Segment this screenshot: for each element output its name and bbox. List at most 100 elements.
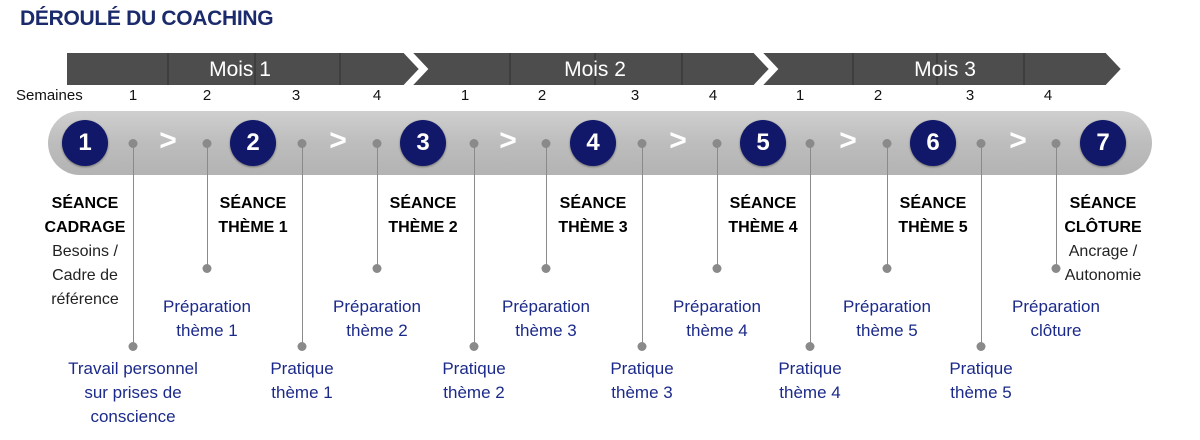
activity-end-dot <box>637 342 647 351</box>
week-number: 4 <box>708 87 718 104</box>
week-number: 3 <box>291 87 301 104</box>
activity-label-line: Pratique <box>610 359 674 378</box>
activity-label-line: thème 1 <box>271 383 333 402</box>
session-title: SÉANCE <box>1069 195 1137 212</box>
activity-end-dot <box>882 264 892 273</box>
activity-label-line: Préparation <box>673 297 761 316</box>
activity-marker-dot <box>372 139 382 148</box>
week-number: 4 <box>372 87 382 104</box>
week-number: 1 <box>128 87 138 104</box>
month-arrow-1 <box>65 51 422 87</box>
week-number: 2 <box>202 87 212 104</box>
session-label-3: SÉANCE THÈME 2 <box>388 192 457 240</box>
session-number-6: 6 <box>910 120 956 166</box>
activity-end-dot <box>976 342 986 351</box>
chevron-separator: > <box>499 124 517 157</box>
session-title: SÉANCE <box>559 195 627 212</box>
activity-connector-line <box>810 144 811 346</box>
session-number-7: 7 <box>1080 120 1126 166</box>
month-label-3: Mois 3 <box>914 58 976 81</box>
activity-label-line: Pratique <box>270 359 334 378</box>
activity-label-line: thème 4 <box>779 383 841 402</box>
activity-label: Pratique thème 3 <box>610 357 673 405</box>
activity-marker-dot <box>202 139 212 148</box>
activity-marker-dot <box>541 139 551 148</box>
activity-marker-dot <box>297 139 307 148</box>
activity-connector-line <box>887 144 888 268</box>
activity-label: Préparation clôture <box>1012 295 1100 343</box>
session-title: THÈME 5 <box>898 219 968 236</box>
month-arrow-3 <box>758 51 1124 87</box>
weeks-label: Semaines <box>16 87 83 104</box>
chevron-separator: > <box>669 124 687 157</box>
activity-label: Préparation thème 4 <box>673 295 761 343</box>
activity-label: Préparation thème 5 <box>843 295 931 343</box>
session-number-5: 5 <box>740 120 786 166</box>
activity-label-line: Pratique <box>442 359 506 378</box>
activity-connector-line <box>302 144 303 346</box>
month-arrow-2 <box>408 51 772 87</box>
week-number: 4 <box>1043 87 1053 104</box>
chevron-separator: > <box>839 124 857 157</box>
activity-end-dot <box>202 264 212 273</box>
session-description: Besoins / <box>52 243 118 260</box>
activity-connector-line <box>377 144 378 268</box>
activity-label-line: thème 3 <box>611 383 673 402</box>
chevron-separator: > <box>329 124 347 157</box>
activity-marker-dot <box>882 139 892 148</box>
page-title: DÉROULÉ DU COACHING <box>20 7 274 30</box>
activity-marker-dot <box>976 139 986 148</box>
activity-marker-dot <box>637 139 647 148</box>
session-title: SÉANCE <box>729 195 797 212</box>
activity-label-line: thème 4 <box>686 321 748 340</box>
session-title: SÉANCE <box>219 195 287 212</box>
activity-label-line: clôture <box>1030 321 1082 340</box>
activity-label-line: Pratique <box>778 359 842 378</box>
activity-label-line: thème 1 <box>176 321 238 340</box>
activity-connector-line <box>981 144 982 346</box>
activity-end-dot <box>372 264 382 273</box>
week-number: 3 <box>965 87 975 104</box>
session-description: référence <box>51 291 119 308</box>
activity-end-dot <box>128 342 138 351</box>
activity-end-dot <box>297 342 307 351</box>
session-title: CADRAGE <box>44 219 126 236</box>
session-title: THÈME 2 <box>388 219 458 236</box>
activity-marker-dot <box>712 139 722 148</box>
activity-marker-dot <box>128 139 138 148</box>
session-description: Cadre de <box>52 267 118 284</box>
activity-label-line: Préparation <box>843 297 931 316</box>
session-label-4: SÉANCE THÈME 3 <box>558 192 627 240</box>
session-number-4: 4 <box>570 120 616 166</box>
activity-end-dot <box>469 342 479 351</box>
session-description: Autonomie <box>1064 267 1142 284</box>
activity-connector-line <box>546 144 547 268</box>
activity-connector-line <box>207 144 208 268</box>
session-title: CLÔTURE <box>1064 219 1142 236</box>
month-label-2: Mois 2 <box>564 58 626 81</box>
session-title: SÉANCE <box>389 195 457 212</box>
week-number: 1 <box>460 87 470 104</box>
activity-connector-line <box>642 144 643 346</box>
activity-label-line: thème 5 <box>856 321 918 340</box>
activity-label-line: Travail personnel <box>68 359 198 378</box>
session-number-2: 2 <box>230 120 276 166</box>
activity-label: Préparation thème 1 <box>163 295 251 343</box>
activity-label-line: Préparation <box>333 297 421 316</box>
activity-label-line: Préparation <box>1012 297 1100 316</box>
session-title: THÈME 3 <box>558 219 628 236</box>
activity-connector-line <box>717 144 718 268</box>
activity-connector-line <box>133 144 134 346</box>
activity-label-line: Préparation <box>163 297 251 316</box>
